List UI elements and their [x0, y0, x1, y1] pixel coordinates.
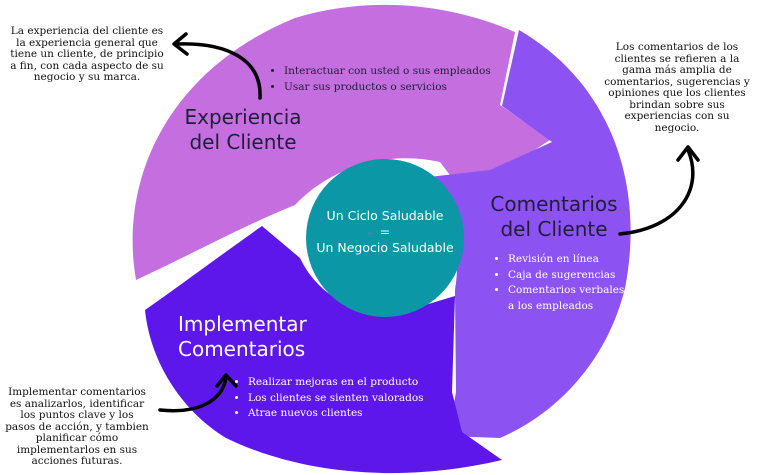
segment-experience [132, 4, 550, 281]
note-line: pasos de acción, y tambien [5, 420, 149, 433]
note-line: opiniones que los clientes [608, 87, 746, 99]
note-line: gama más amplia de [622, 64, 732, 76]
note-line: comentarios, sugerencias y [604, 75, 750, 88]
note-line: Implementar comentarios [8, 386, 146, 398]
center-label: Un Ciclo Saludable = Un Negocio Saludabl… [310, 208, 460, 256]
note-line: Los comentarios de los [615, 41, 739, 53]
title-feedback: Comentarios del Cliente [484, 192, 624, 242]
note-line: La experiencia del cliente es [10, 25, 164, 37]
title-line: del Cliente [500, 217, 608, 241]
note-line: planificar cómo [35, 432, 119, 444]
segment-implement [145, 226, 502, 474]
title-line: Comentarios [178, 337, 306, 361]
note-line: la experiencia general que [16, 36, 158, 49]
note-feedback: Los comentarios de los clientes se refie… [598, 41, 756, 134]
note-line: los puntos clave y los [20, 409, 134, 421]
center-circle [306, 159, 464, 317]
note-line: tiene un cliente, de principio [10, 48, 164, 60]
arrow-experience [174, 42, 262, 100]
note-line: experiencias con su [624, 110, 730, 122]
note-line: negocio. [654, 121, 700, 134]
arrow-implement-head [215, 373, 238, 388]
note-implement: Implementar comentarios es analizarlos, … [2, 386, 152, 468]
arrow-implement [158, 376, 228, 413]
bullet-item: Comentarios verbales [508, 283, 638, 299]
note-experience: La experiencia del cliente es la experie… [4, 25, 170, 84]
center-line: Un Ciclo Saludable [326, 208, 444, 223]
note-line: acciones futuras. [31, 455, 123, 467]
bullet-item: Interactuar con usted o sus empleados [284, 64, 524, 80]
note-line: a fin, con cada aspecto de su [10, 59, 164, 72]
note-line: negocio y su marca. [33, 71, 141, 83]
title-implement: Implementar Comentarios [178, 312, 318, 362]
bullet-item: Revisión en línea [508, 252, 638, 268]
title-line: Experiencia [184, 105, 302, 129]
arrow-feedback-head [676, 145, 700, 162]
bullet-item: Los clientes se sienten valorados [248, 391, 448, 407]
bullets-experience: Interactuar con usted o sus empleados Us… [270, 64, 524, 95]
bullet-item: Atrae nuevos clientes [248, 406, 448, 422]
bullet-item: Usar sus productos o servicios [284, 80, 524, 96]
segment-feedback [420, 30, 631, 438]
title-line: del Cliente [189, 130, 297, 154]
note-line: brindan sobre sus [629, 98, 725, 111]
center-line: Un Negocio Saludable [316, 240, 454, 255]
bullet-item: Caja de sugerencias [508, 268, 638, 284]
bullets-feedback: Revisión en línea Caja de sugerencias Co… [494, 252, 638, 299]
title-experience: Experiencia del Cliente [178, 105, 308, 155]
note-line: implementarlos en sus [16, 443, 138, 456]
note-line: es analizarlos, identificar [9, 397, 145, 410]
bullet-item: Realizar mejoras en el producto [248, 375, 448, 391]
title-line: Implementar [178, 312, 307, 336]
title-line: Comentarios [490, 192, 618, 216]
center-line: = [379, 224, 391, 239]
arrow-feedback [618, 148, 695, 236]
bullets-implement: Realizar mejoras en el producto Los clie… [234, 375, 448, 422]
note-line: clientes se refieren a la [614, 52, 740, 65]
arrow-experience-head [172, 32, 189, 56]
bullet-continuation: a los empleados [508, 300, 594, 312]
